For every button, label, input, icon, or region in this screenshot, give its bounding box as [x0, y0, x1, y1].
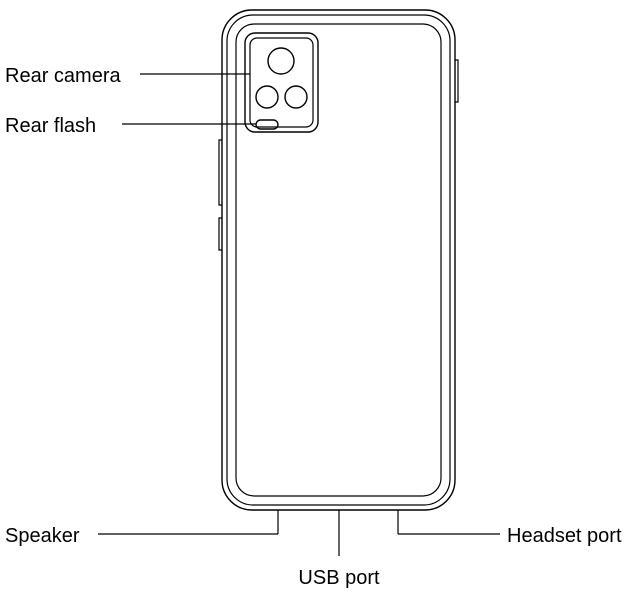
power-button — [218, 217, 222, 251]
camera-module-inner — [249, 37, 314, 128]
phone-body — [221, 9, 456, 511]
phone-back-panel — [235, 23, 442, 497]
camera-lens-left-icon — [255, 85, 279, 109]
phone-middle-frame — [226, 14, 451, 506]
volume-button — [218, 139, 222, 206]
camera-lens-top-icon — [267, 47, 295, 75]
phone-outer-frame — [221, 9, 456, 511]
camera-module — [244, 32, 319, 133]
leader-lines — [98, 73, 500, 535]
callout-labels: Rear camera Rear flash Speaker USB port … — [5, 65, 622, 589]
rear-camera-label: Rear camera — [5, 65, 121, 87]
bottom-ports — [277, 510, 399, 556]
side-buttons — [218, 59, 459, 251]
camera-module-outer — [244, 32, 319, 133]
camera-lens-right-icon — [284, 85, 308, 109]
usb-port-label: USB port — [298, 567, 380, 589]
headset-port-label: Headset port — [507, 525, 622, 547]
speaker-label: Speaker — [5, 525, 80, 547]
flash-icon — [255, 119, 279, 130]
rear-flash-label: Rear flash — [5, 115, 96, 137]
right-side-button — [455, 59, 459, 103]
